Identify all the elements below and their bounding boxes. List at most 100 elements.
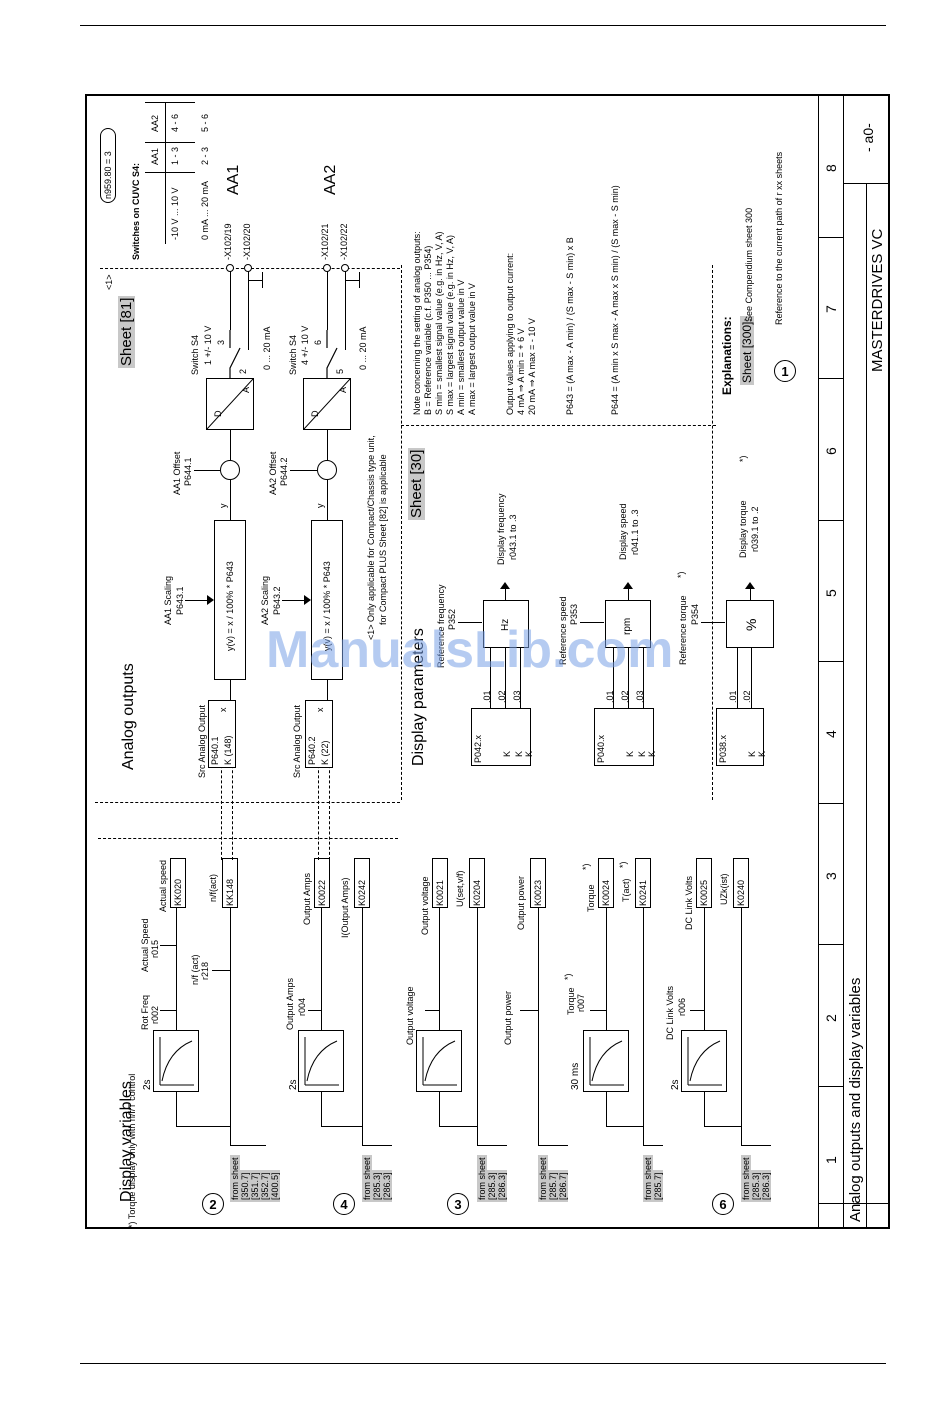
filter-block-g3	[416, 1030, 462, 1092]
aa2-switch-pos: 4 +/- 10 V	[300, 325, 310, 365]
filter-time-g6: 2s	[670, 1079, 681, 1090]
column-2-label: 2	[823, 1014, 839, 1022]
from-line	[741, 1145, 771, 1146]
p038-box: P038.x K K	[716, 708, 767, 766]
switches-title: Switches on CUVC S4:	[131, 162, 141, 260]
connector	[643, 632, 644, 708]
g4-p1-name: Output Amps	[285, 977, 295, 1030]
connector	[751, 648, 752, 708]
signal-line-torque	[643, 885, 644, 1145]
torque-k1-note: *)	[581, 863, 591, 871]
terminal-x102-19	[226, 264, 234, 272]
aa1-x: x	[218, 707, 228, 713]
arrow	[304, 595, 311, 605]
connector	[290, 470, 317, 471]
connector	[185, 600, 209, 601]
titleblock-line-3	[866, 183, 867, 1228]
percent-unit: %	[743, 618, 759, 631]
note-line-6: A max = largest output value in V	[467, 283, 477, 415]
kk020-box: KK020	[170, 858, 186, 908]
g4-k2-name: I(Output Amps)	[340, 877, 350, 938]
aa1-scaling-block: y(v) = x / 100% * P643	[214, 520, 246, 680]
k0242-box: K0242	[354, 858, 370, 908]
ground-wire	[248, 280, 262, 281]
k0240-box: K0240	[733, 858, 749, 908]
aa2-range: 0 ... 20 mA	[358, 326, 368, 370]
g2-p2-name: Actual Speed	[140, 918, 150, 972]
disp-freq-label: Display frequency	[496, 493, 506, 565]
connector	[345, 270, 346, 350]
sheet30-label: Sheet [30]	[408, 447, 425, 520]
terminal-x102-20	[244, 264, 252, 272]
switch-row2-label: 0 mA ... 20 mA	[200, 180, 210, 240]
note-compact-2: for Compact PLUS Sheet [82] is applicabl…	[378, 454, 388, 625]
ref-torque-label: Reference torque	[678, 595, 688, 665]
k0241-box: K0241	[635, 858, 651, 908]
note-line-3: S min = smallest signal value (e.g. in H…	[434, 231, 444, 416]
note-line-5: A min = smallest output value in V	[456, 279, 466, 415]
aa1-formula: y(v) = x / 100% * P643	[225, 561, 235, 651]
torque-footnote: *) Torque display only with n/f/T contro…	[127, 1073, 137, 1228]
aa1-da-converter: D A	[206, 378, 254, 430]
connector	[321, 1092, 322, 1127]
explanations-sheet-ref: Sheet [300]:	[740, 316, 754, 385]
disp-speed-par: r041.1 to .3	[630, 509, 640, 555]
g6-p1: r006	[677, 997, 687, 1016]
k0242-label: K0242	[357, 879, 367, 906]
k0024-box: K0024	[598, 858, 614, 908]
connector	[321, 1126, 362, 1127]
note-line-2: B = Reference variable (c.f. P350 ... P3…	[423, 245, 433, 415]
aa2-da-a: A	[338, 386, 348, 393]
aa1-term2: -X102/20	[242, 223, 252, 260]
from-line	[362, 1145, 392, 1146]
g2-p1: r002	[150, 1005, 160, 1024]
n959-badge: n959.80 = 3	[100, 128, 116, 203]
switch-row1-aa2: 4 - 6	[170, 113, 180, 132]
aa2-name: AA2	[322, 164, 339, 195]
arrow	[623, 582, 633, 589]
aa2-src-box: P640.2 K (22)	[305, 700, 333, 768]
connector	[425, 1010, 439, 1011]
torque-p1: r007	[576, 993, 586, 1012]
connector	[613, 632, 614, 708]
filter-block-torque	[583, 1030, 629, 1092]
aa2-src-par: P640.2	[307, 736, 317, 765]
filter-out-torque	[606, 870, 607, 1030]
aa2-switch-label: Switch S4	[288, 334, 298, 375]
torque-k2-name: T(act)	[621, 878, 631, 903]
column-6-label: 6	[823, 447, 839, 455]
filter-time-g2: 2s	[142, 1079, 153, 1090]
signal-line-g4	[362, 870, 363, 1145]
p042-k1: K	[502, 750, 512, 757]
signal-line-g3	[477, 870, 478, 1145]
watermark: ManualsLib.com	[266, 621, 674, 679]
g3-k2-name: U(set,v/f)	[455, 870, 465, 907]
filter-out-g4	[321, 870, 322, 1030]
aa1-y: y	[218, 503, 228, 509]
aa2-summing-node	[317, 460, 337, 480]
torque-p1-name: Torque	[566, 987, 576, 1015]
connector	[308, 1010, 321, 1011]
p042-k3: K	[524, 750, 534, 757]
aa2-scaling-label: AA2 Scaling	[260, 575, 270, 625]
titleblock-line-2	[843, 95, 844, 1228]
p644-formula: P644 = (A min x S max - A max x S min) /…	[610, 185, 620, 415]
g2-k2-name: n/f(act)	[208, 873, 218, 902]
connector	[194, 470, 220, 471]
connector	[439, 1092, 440, 1127]
aa1-src-label: Src Analog Output	[197, 704, 207, 778]
connector	[580, 622, 604, 623]
aa2-da-d: D	[310, 410, 320, 418]
g3b-p2-name: Output power	[503, 990, 513, 1045]
section-divider-dp-top	[401, 425, 716, 426]
percent-block: %	[726, 600, 774, 648]
connector	[230, 480, 231, 520]
aa2-term2: -X102/22	[339, 223, 349, 260]
note-line-1: Note concerning the setting of analog ou…	[412, 231, 422, 415]
aa2-da-converter: D A	[303, 378, 351, 430]
p042-par: P042.x	[473, 734, 483, 763]
aa1-name: AA1	[225, 164, 242, 195]
k0024-label: K0024	[601, 879, 611, 906]
aa1-src-val: K (148)	[223, 735, 233, 765]
column-4-label: 4	[823, 730, 839, 738]
